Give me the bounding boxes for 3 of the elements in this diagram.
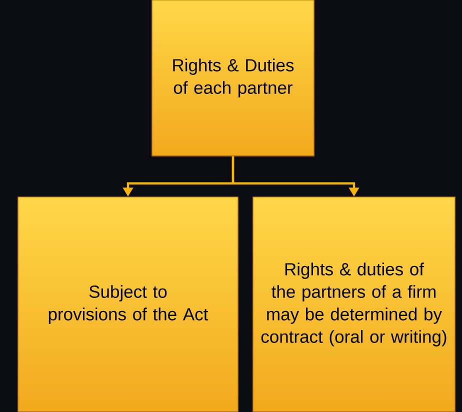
process-box: Rights & Duties of each partner: [152, 0, 314, 156]
process-box: Subject to provisions of the Act: [18, 196, 238, 412]
process-box: Rights & duties of the partners of a firm may be determined by contract (oral or writing): [252, 196, 456, 412]
